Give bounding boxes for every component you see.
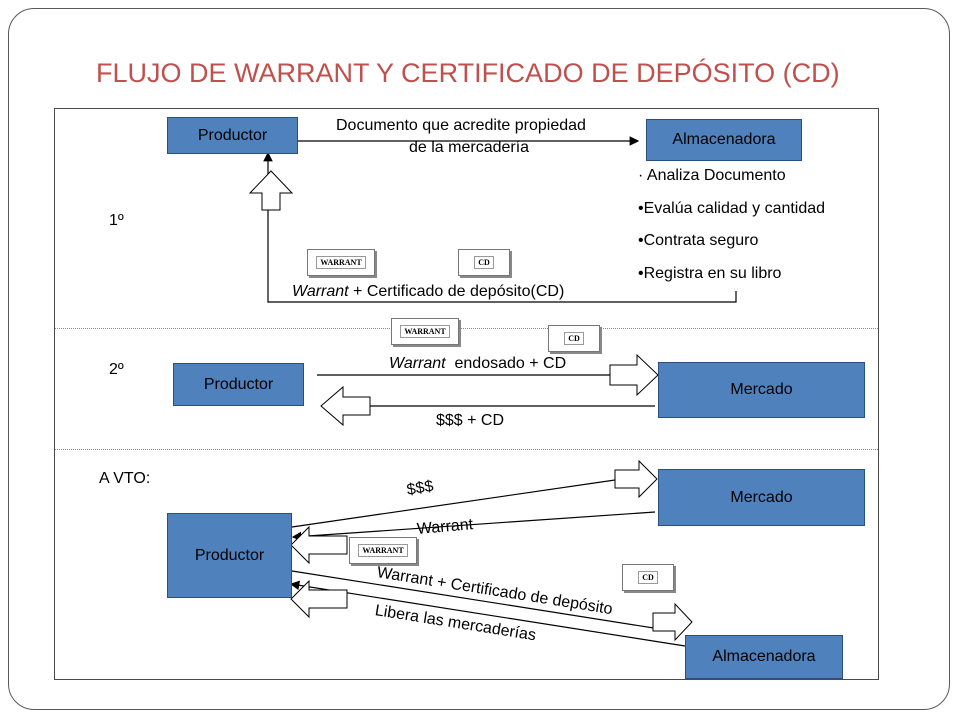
libera-return-line [289,580,686,647]
libera-block-arrow [290,579,348,619]
return-loop-line [263,151,737,303]
cd-block-arrow [652,602,693,642]
cd-card-label: CD [564,332,584,345]
cd-card-2: CD [548,325,600,352]
to-market-block-arrow [609,353,659,397]
stage-2-label: 2º [109,361,124,378]
to-market-rest: endosado + CD [445,355,567,372]
warrant-card-3: WARRANT [349,537,417,564]
from-market-label: $$$ + CD [436,412,505,429]
almacenadora-box-3: Almacenadora [685,635,843,679]
cd-card-label: CD [474,256,494,269]
money-arrow-line [291,479,616,528]
return-label: Warrant + Certificado de depósito(CD) [292,283,564,301]
return-label-rest: + Certificado de depósito(CD) [348,283,565,300]
warrant-card-2: WARRANT [391,318,459,345]
warrant-return-line [291,511,656,542]
warrant-card-label: WARRANT [400,325,450,338]
warrant-block-arrow [290,525,348,565]
action-item: · Analiza Documento [638,167,786,184]
cd-card-3: CD [622,564,674,591]
cd-arrow-line [291,570,661,630]
warrant-card-1: WARRANT [307,249,375,276]
warrant-word: Warrant [389,355,446,372]
action-item: •Evalúa calidad y cantidad [638,199,826,217]
productor-box-2: Productor [173,363,304,406]
from-market-block-arrow [320,385,371,427]
stage-separator-1 [55,328,878,329]
doc-label-line2: de la mercadería [409,139,530,156]
action-item: •Contrata seguro [638,232,759,249]
cd-card-label: CD [638,571,658,584]
diagram-connectors [248,136,737,647]
warrant-word: Warrant [292,283,349,300]
action-item: •Registra en su libro [638,264,782,282]
productor-box-1: Productor [167,117,298,154]
mercado-box-3: Mercado [658,469,865,526]
warrant-card-label: WARRANT [316,256,366,269]
almacenadora-box-1: Almacenadora [646,119,802,161]
flow-diagram: 1º Productor Almacenadora Documento que … [54,108,879,680]
doc-label-line1: Documento que acredite propiedad [336,117,586,134]
mercado-box-2: Mercado [658,362,865,418]
cd-card-1: CD [458,249,510,276]
warrant-card-label: WARRANT [358,544,408,557]
stage-separator-2 [55,449,878,450]
stage-3-label: A VTO: [99,470,151,487]
money-block-arrow [614,459,658,499]
to-market-label: Warrant endosado + CD [389,355,566,373]
warehouse-actions-list: · Analiza Documento •Evalúa calidad y ca… [638,167,825,297]
slide-frame [8,8,950,710]
productor-box-3: Productor [167,513,292,598]
slide-title: FLUJO DE WARRANT Y CERTIFICADO DE DEPÓSI… [96,58,840,88]
up-block-arrow [248,170,294,211]
stage-1-label: 1º [109,212,124,229]
